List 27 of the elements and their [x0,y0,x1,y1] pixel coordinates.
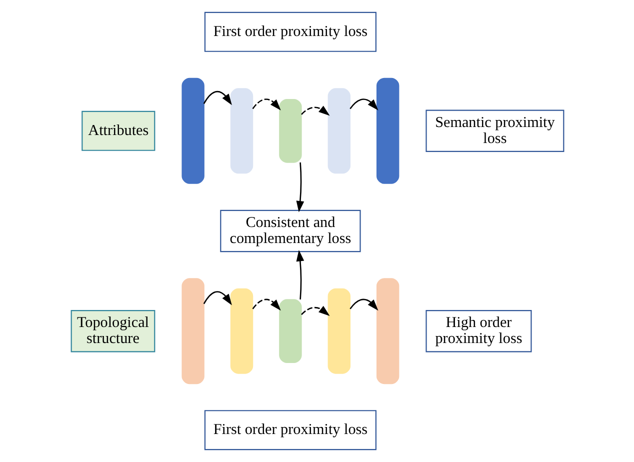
node-bar [181,78,204,184]
node-bar [327,288,350,374]
node-box: First order proximity loss [204,12,376,52]
arrow [202,90,232,106]
node-bar [230,288,253,374]
node-box: Consistent and complementary loss [220,210,360,252]
arrow [252,298,280,311]
arrow [349,298,378,311]
arrow [296,250,304,300]
arrow [300,106,330,116]
node-bar [230,88,253,174]
node-bar [278,99,302,163]
arrow [349,98,378,110]
arrow [296,162,304,212]
node-box: Topological structure [70,310,155,352]
arrow [202,291,232,306]
node-bar [327,88,350,174]
node-bar [278,299,302,364]
arrow [252,98,280,110]
node-box: High order proximity loss [425,310,532,352]
node-box: First order proximity loss [204,410,376,450]
node-bar [376,78,399,184]
node-box: Attributes [81,110,155,151]
arrow [300,306,330,316]
node-bar [376,278,399,384]
node-bar [181,278,204,384]
node-box: Semantic proximity loss [425,110,564,152]
